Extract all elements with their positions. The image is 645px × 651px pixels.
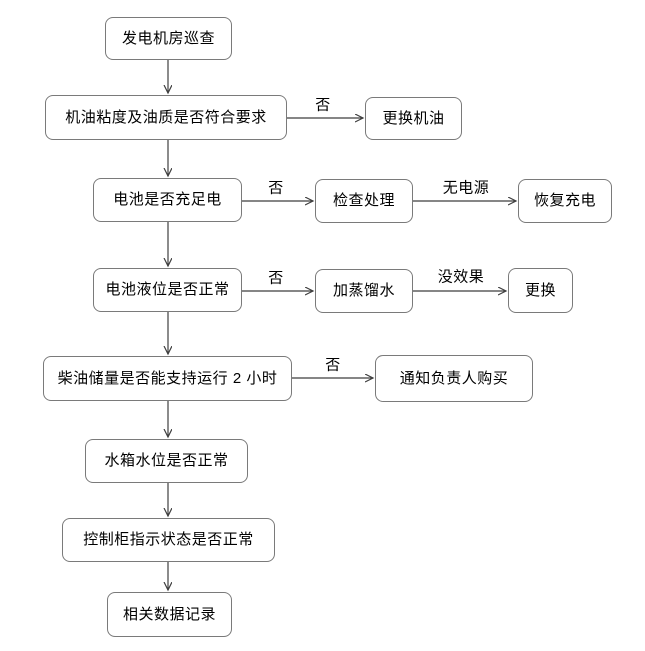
node-diesel-reserve-label: 柴油储量是否能支持运行 2 小时 [57, 369, 278, 387]
node-notify-purchase: 通知负责人购买 [375, 355, 533, 402]
node-diesel-reserve: 柴油储量是否能支持运行 2 小时 [43, 356, 292, 401]
node-inspect-handle: 检查处理 [315, 179, 413, 223]
edge-label-oil-no: 否 [314, 93, 332, 115]
edge-label-battery-no: 否 [267, 176, 285, 198]
node-restore-charge: 恢复充电 [518, 179, 612, 223]
node-inspect-handle-label: 检查处理 [332, 192, 395, 209]
edge-label-level-no: 否 [267, 266, 285, 288]
node-notify-purchase-label: 通知负责人购买 [399, 369, 509, 387]
edge-label-no-power: 无电源 [441, 176, 491, 198]
node-control-cabinet: 控制柜指示状态是否正常 [62, 518, 275, 562]
node-restore-charge-label: 恢复充电 [533, 192, 596, 209]
node-start: 发电机房巡查 [105, 17, 232, 60]
node-water-tank: 水箱水位是否正常 [85, 439, 248, 483]
node-add-water: 加蒸馏水 [315, 269, 413, 313]
node-replace: 更换 [508, 268, 573, 313]
node-oil-change-label: 更换机油 [382, 109, 445, 127]
edge-label-no-effect: 没效果 [436, 265, 486, 287]
node-data-record-label: 相关数据记录 [122, 605, 216, 623]
node-battery-level-label: 电池液位是否正常 [105, 281, 230, 298]
node-control-cabinet-label: 控制柜指示状态是否正常 [83, 531, 254, 548]
node-battery-level: 电池液位是否正常 [93, 268, 242, 312]
node-oil-change: 更换机油 [365, 97, 462, 140]
node-add-water-label: 加蒸馏水 [332, 282, 395, 299]
node-oil-check: 机油粘度及油质是否符合要求 [45, 95, 287, 140]
edge-label-diesel-no: 否 [324, 353, 342, 375]
node-battery-charge: 电池是否充足电 [93, 178, 242, 222]
node-replace-label: 更换 [524, 281, 556, 299]
node-start-label: 发电机房巡查 [121, 29, 215, 47]
node-data-record: 相关数据记录 [107, 592, 232, 637]
node-oil-check-label: 机油粘度及油质是否符合要求 [65, 108, 267, 126]
node-water-tank-label: 水箱水位是否正常 [104, 452, 229, 469]
node-battery-charge-label: 电池是否充足电 [113, 191, 222, 208]
